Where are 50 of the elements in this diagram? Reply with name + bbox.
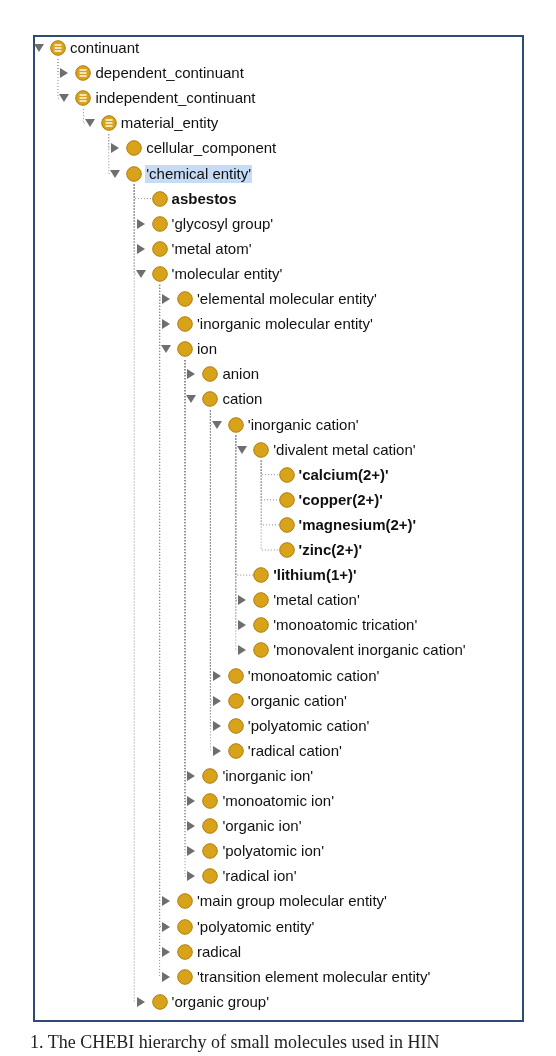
class-label: 'metal cation': [272, 591, 361, 610]
class-label: 'metal atom': [170, 239, 253, 258]
figure-caption: 1. The CHEBI hierarchy of small molecules used in HIN: [30, 1032, 440, 1053]
class-label: 'polyatomic cation': [246, 716, 371, 735]
class-label: 'elemental molecular entity': [196, 290, 378, 308]
class-label: 'monovalent inorganic cation': [272, 641, 467, 660]
class-label: 'radical cation': [246, 741, 343, 760]
tree-item: [186, 790, 335, 812]
tree-line: [260, 460, 280, 551]
class-label: 'chemical entity': [145, 164, 253, 183]
class-label: cellular_component: [145, 139, 278, 158]
class-label: 'glycosyl group': [170, 214, 275, 233]
class-label: 'inorganic cation': [246, 415, 360, 434]
class-label: ion: [196, 340, 219, 359]
class-label: asbestos: [170, 189, 238, 208]
class-label: 'polyatomic entity': [196, 917, 316, 936]
tree-line: [108, 133, 111, 174]
class-label: 'organic group': [170, 992, 271, 1011]
class-label: 'zinc(2+)': [297, 541, 363, 559]
class-label: 'main group molecular entity': [196, 892, 388, 911]
tree-item: [161, 288, 378, 310]
class-label: 'transition element molecular entity': [196, 967, 432, 986]
tree-item: [110, 162, 253, 185]
class-label: 'organic ion': [221, 817, 303, 836]
class-label: anion: [221, 365, 261, 384]
class-label: 'inorganic ion': [221, 766, 315, 785]
tree-line: [82, 108, 86, 124]
class-label: 'copper(2+)': [297, 490, 384, 509]
tree-line: [133, 184, 137, 1003]
class-label: 'polyatomic ion': [221, 842, 325, 861]
class-label: material_entity: [119, 114, 220, 133]
class-label: 'radical ion': [221, 867, 298, 886]
class-label: 'organic cation': [246, 691, 348, 710]
class-label: 'molecular entity': [170, 264, 284, 283]
class-label: 'divalent metal cation': [272, 440, 417, 459]
class-label: cation: [221, 390, 264, 409]
class-label: independent_continuant: [94, 89, 257, 108]
class-label: radical: [196, 942, 243, 961]
class-label: dependent_continuant: [94, 64, 245, 83]
class-label: 'inorganic molecular entity': [196, 315, 374, 334]
tree-item: [278, 539, 363, 561]
class-label: 'monoatomic ion': [221, 792, 335, 810]
class-label: 'calcium(2+)': [297, 465, 390, 484]
class-label: continuant: [69, 39, 141, 57]
tree-line: [57, 58, 60, 99]
class-label: 'magnesium(2+)': [297, 515, 418, 534]
tree-item: [34, 37, 141, 59]
class-label: 'lithium(1+)': [272, 566, 358, 585]
class-label: 'monoatomic trication': [272, 616, 419, 635]
class-label: 'monoatomic cation': [246, 666, 381, 685]
